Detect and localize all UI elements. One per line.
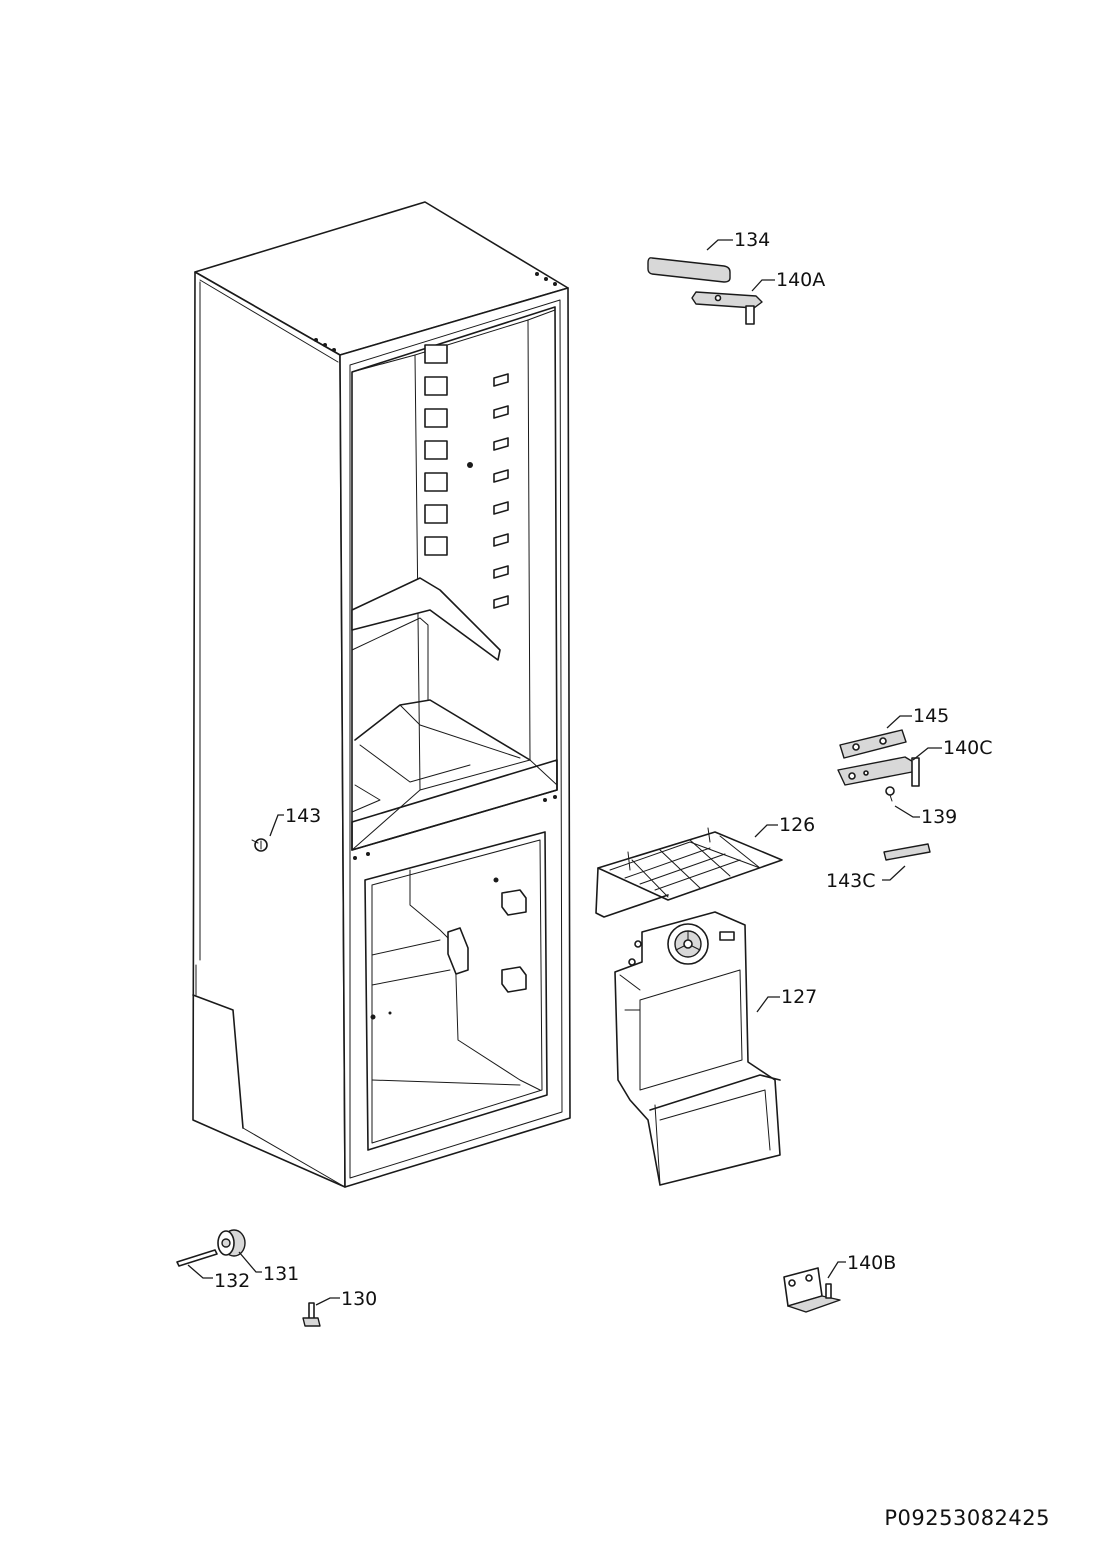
callout-140B: 140B — [847, 1252, 896, 1274]
part-145-hinge-plate — [839, 729, 907, 759]
callout-145: 145 — [913, 705, 949, 727]
part-134-hinge-cover — [647, 257, 731, 283]
shelf-supports-left — [424, 344, 448, 556]
part-140B-bottom-hinge — [783, 1267, 841, 1313]
callout-130: 130 — [341, 1288, 377, 1310]
part-143-screw — [251, 838, 268, 852]
fridge-compartment — [351, 306, 558, 851]
part-130-foot — [302, 1302, 321, 1327]
callout-134: 134 — [734, 229, 770, 251]
part-140A-top-hinge — [691, 291, 763, 325]
part-143C-strip — [883, 843, 931, 861]
callout-labels: 134 140A 145 140C 139 126 143 143C 127 1… — [214, 229, 993, 1310]
part-127-drawer — [614, 911, 781, 1186]
part-140C-middle-hinge — [837, 756, 920, 787]
callout-143: 143 — [285, 805, 321, 827]
part-139-screw — [885, 786, 895, 802]
callout-131: 131 — [263, 1263, 299, 1285]
shelf-supports-right — [493, 373, 509, 609]
drawing-code: P09253082425 — [884, 1506, 1050, 1530]
callout-126: 126 — [779, 814, 815, 836]
cabinet — [192, 201, 571, 1188]
leader-lines — [187, 239, 942, 1306]
part-126-wire-rack — [595, 827, 783, 918]
callout-127: 127 — [781, 986, 817, 1008]
part-131-wheel — [217, 1229, 246, 1257]
freezer-compartment — [353, 831, 548, 1151]
callout-140C: 140C — [943, 737, 993, 759]
callout-132: 132 — [214, 1270, 250, 1292]
top-hinge-holes — [314, 272, 557, 352]
part-132-axle — [176, 1249, 218, 1267]
callout-139: 139 — [921, 806, 957, 828]
callout-140A: 140A — [776, 269, 825, 291]
callout-143C: 143C — [826, 870, 876, 892]
